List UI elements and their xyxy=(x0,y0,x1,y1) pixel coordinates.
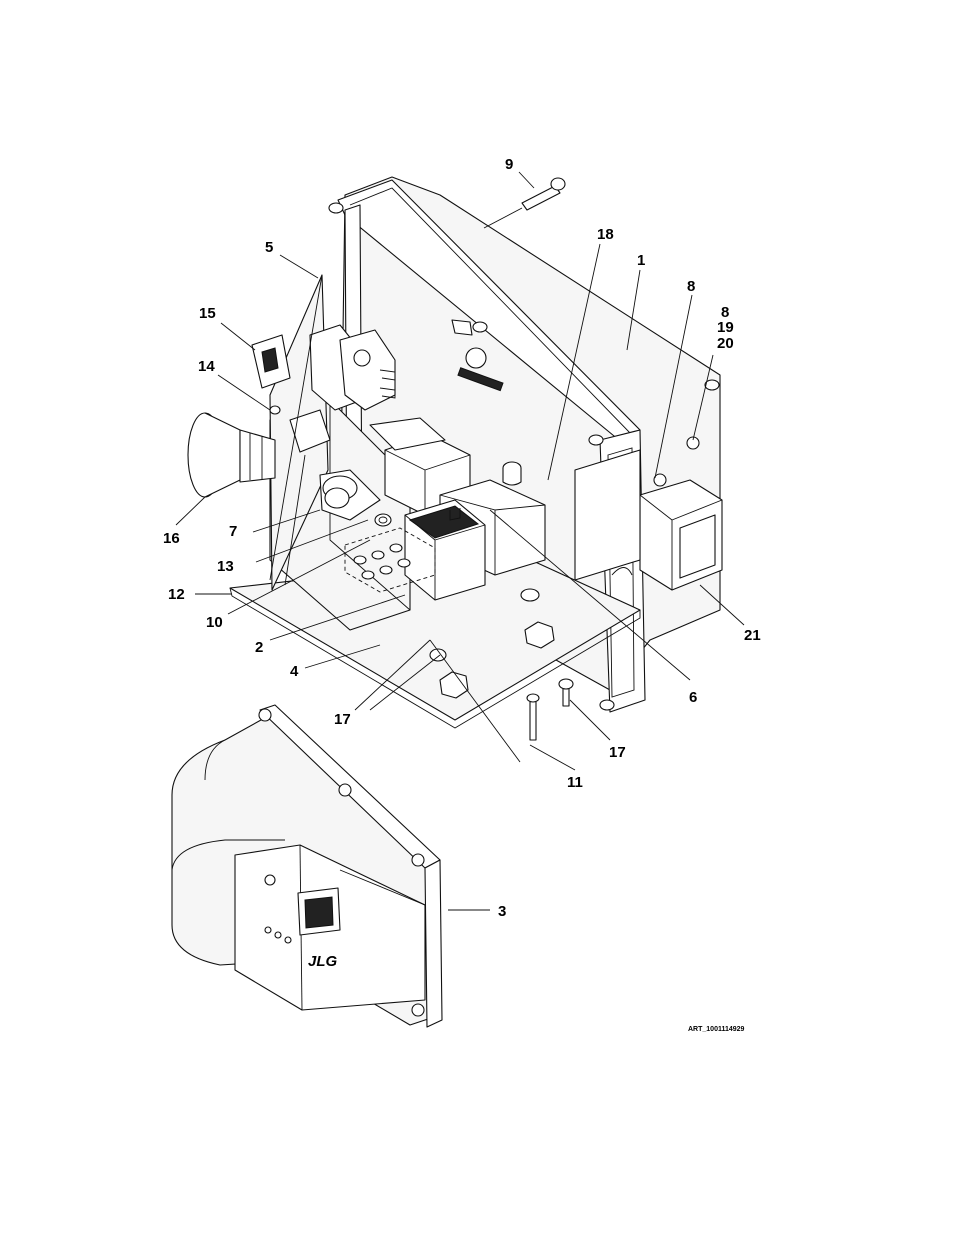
callout-20: 20 xyxy=(717,335,734,352)
front-cover xyxy=(171,704,443,1028)
emergency-stop-button xyxy=(187,412,276,498)
callout-8-left: 8 xyxy=(687,278,695,295)
callout-5: 5 xyxy=(265,239,273,256)
art-id-label: ART_1001114929 xyxy=(688,1026,745,1033)
boss-top-left xyxy=(328,202,344,214)
screw-9 xyxy=(521,177,566,211)
screw-11 xyxy=(526,693,540,741)
callout-17-right: 17 xyxy=(609,744,626,761)
connector-housing xyxy=(574,436,723,591)
jlg-logo: JLG xyxy=(308,953,338,970)
grommet xyxy=(374,513,392,527)
circuit-breaker xyxy=(404,499,486,601)
callout-12: 12 xyxy=(168,586,185,603)
callout-3: 3 xyxy=(498,903,506,920)
callout-7: 7 xyxy=(229,523,237,540)
callout-13: 13 xyxy=(217,558,234,575)
callout-9: 9 xyxy=(505,156,513,173)
callout-18: 18 xyxy=(597,226,614,243)
callout-16: 16 xyxy=(163,530,180,547)
terminal-block xyxy=(344,513,436,593)
callout-19: 19 xyxy=(717,319,734,336)
callout-2: 2 xyxy=(255,639,263,656)
callout-1: 1 xyxy=(637,252,645,269)
callout-8-right: 8 xyxy=(721,304,729,321)
callout-labels: 9 18 5 1 8 8 19 20 15 14 16 7 13 12 10 2… xyxy=(163,156,761,920)
callout-10: 10 xyxy=(206,614,223,631)
callout-11: 11 xyxy=(567,774,583,791)
callout-14: 14 xyxy=(198,358,215,375)
hex-nut-right xyxy=(524,621,555,649)
callout-4: 4 xyxy=(290,663,299,680)
callout-17-left: 17 xyxy=(334,711,351,728)
screw-17 xyxy=(558,678,574,707)
callout-15: 15 xyxy=(199,305,216,322)
hex-nut-left xyxy=(439,671,469,699)
callout-6: 6 xyxy=(689,689,697,706)
indicator-pushbutton xyxy=(319,469,381,521)
control-panel-plate xyxy=(187,274,446,591)
callout-21: 21 xyxy=(744,627,761,644)
leader-lines xyxy=(175,171,745,911)
